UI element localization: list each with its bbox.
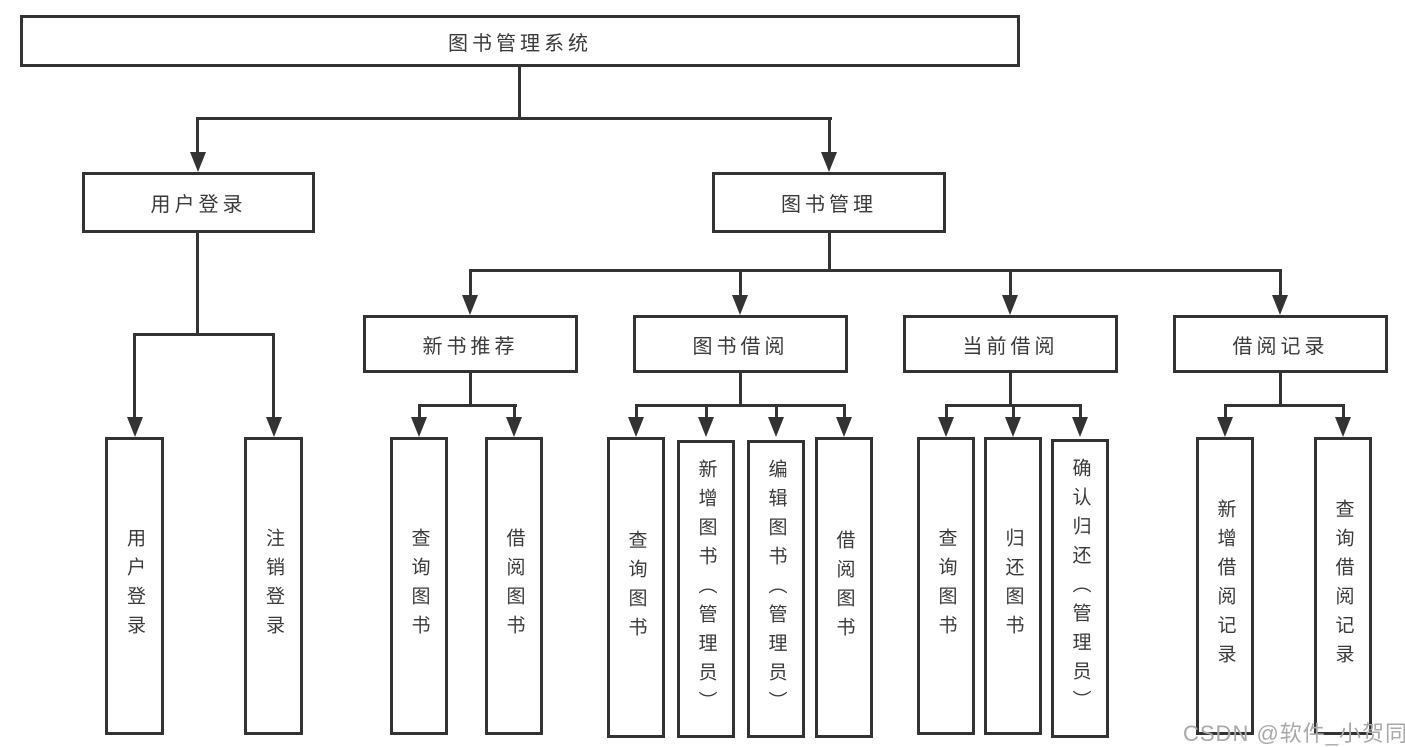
connector-line	[775, 404, 778, 420]
arrowhead-down-icon	[938, 417, 954, 437]
arrowhead-down-icon	[411, 417, 427, 437]
node-label: 图书管理	[781, 194, 877, 216]
leaf-logout: 注销登录	[244, 437, 303, 735]
leaf-label: 新增借阅记录	[1214, 499, 1236, 673]
leaf-label: 确认归还（管理员）	[1069, 458, 1091, 719]
node-label: 图书借阅	[692, 335, 789, 358]
connector-line	[418, 404, 517, 407]
connector-line	[635, 404, 846, 407]
arrowhead-down-icon	[462, 295, 478, 315]
node-book-management: 图书管理	[712, 172, 946, 233]
connector-line	[1224, 404, 1345, 407]
leaf-label: 借阅图书	[833, 529, 855, 646]
leaf-label: 借阅图书	[503, 528, 525, 644]
connector-line	[1279, 373, 1282, 407]
leaf-label: 查询借阅记录	[1332, 499, 1354, 673]
connector-line	[1009, 269, 1012, 298]
leaf-borrow-books-recommend: 借阅图书	[485, 437, 543, 735]
arrowhead-down-icon	[190, 152, 206, 172]
connector-line	[513, 404, 516, 420]
leaf-query-books-recommend: 查询图书	[390, 437, 448, 735]
arrowhead-down-icon	[1072, 417, 1088, 437]
leaf-edit-books-admin: 编辑图书（管理员）	[747, 440, 805, 738]
node-new-book-recommendation: 新书推荐	[363, 315, 578, 373]
leaf-query-borrow-record: 查询借阅记录	[1314, 437, 1372, 735]
connector-line	[469, 269, 472, 298]
connector-line	[133, 333, 275, 336]
node-current-borrowing: 当前借阅	[903, 315, 1118, 373]
arrowhead-down-icon	[698, 417, 714, 437]
arrowhead-down-icon	[732, 295, 748, 315]
leaf-return-books: 归还图书	[984, 437, 1042, 735]
leaf-label: 查询图书	[625, 529, 647, 646]
connector-line	[828, 117, 831, 155]
connector-line	[469, 269, 1282, 272]
connector-line	[196, 117, 832, 120]
connector-line	[739, 373, 742, 407]
connector-line	[635, 404, 638, 420]
connector-line	[739, 269, 742, 298]
leaf-label: 新增图书（管理员）	[695, 458, 717, 720]
node-user-login: 用户登录	[82, 172, 315, 233]
node-label: 借阅记录	[1232, 335, 1329, 358]
connector-line	[945, 404, 948, 420]
leaf-confirm-return-admin: 确认归还（管理员）	[1051, 439, 1109, 738]
leaf-borrow-books: 借阅图书	[815, 437, 873, 738]
leaf-add-books-admin: 新增图书（管理员）	[677, 440, 735, 738]
arrowhead-down-icon	[1002, 295, 1018, 315]
connector-line	[1224, 404, 1227, 420]
node-label: 用户登录	[150, 194, 247, 216]
leaf-label: 查询图书	[935, 528, 957, 644]
arrowhead-down-icon	[628, 417, 644, 437]
connector-line	[1009, 373, 1012, 407]
leaf-label: 注销登录	[263, 528, 284, 644]
arrowhead-down-icon	[266, 417, 282, 437]
arrowhead-down-icon	[1335, 417, 1351, 437]
connector-line	[1342, 404, 1345, 420]
connector-line	[843, 404, 846, 420]
connector-line	[828, 233, 831, 272]
arrowhead-down-icon	[1217, 417, 1233, 437]
arrowhead-down-icon	[836, 417, 852, 437]
arrowhead-down-icon	[506, 417, 522, 437]
leaf-label: 查询图书	[408, 528, 430, 644]
arrowhead-down-icon	[1272, 295, 1288, 315]
leaf-label: 编辑图书（管理员）	[765, 458, 787, 720]
node-label: 新书推荐	[422, 335, 519, 358]
connector-line	[133, 333, 136, 419]
leaf-add-borrow-record: 新增借阅记录	[1196, 437, 1254, 735]
node-label: 图书管理系统	[448, 32, 592, 55]
node-book-borrowing: 图书借阅	[633, 315, 848, 373]
arrowhead-down-icon	[821, 152, 837, 172]
connector-line	[469, 373, 472, 407]
connector-line	[1012, 404, 1015, 420]
connector-line	[196, 117, 199, 155]
node-label: 当前借阅	[962, 335, 1059, 358]
connector-line	[1079, 404, 1082, 420]
connector-line	[196, 233, 199, 336]
arrowhead-down-icon	[768, 417, 784, 437]
connector-line	[272, 333, 275, 419]
node-borrowing-records: 借阅记录	[1173, 315, 1388, 373]
csdn-watermark: CSDN @软件_小贺同学	[1183, 721, 1405, 746]
leaf-user-login: 用户登录	[105, 437, 164, 735]
connector-line	[705, 404, 708, 420]
leaf-query-books-borrowing: 查询图书	[607, 437, 665, 738]
leaf-query-books-current: 查询图书	[917, 437, 975, 735]
node-library-system: 图书管理系统	[20, 15, 1020, 67]
leaf-label: 用户登录	[124, 528, 145, 644]
connector-line	[418, 404, 421, 420]
leaf-label: 归还图书	[1002, 528, 1024, 644]
connector-line	[1279, 269, 1282, 298]
arrowhead-down-icon	[127, 417, 143, 437]
connector-line	[518, 67, 521, 119]
arrowhead-down-icon	[1005, 417, 1021, 437]
